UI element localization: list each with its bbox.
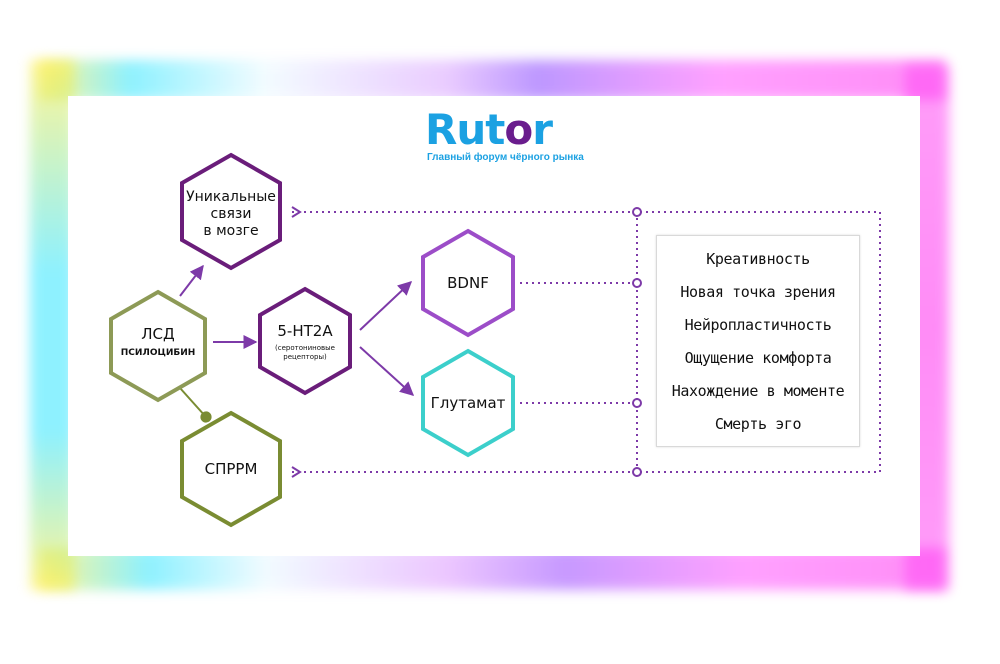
arrow-ht2a-to-bdnf: [359, 281, 413, 331]
unique-line-3: в мозге: [203, 223, 258, 239]
node-bdnf: BDNF: [421, 228, 515, 338]
dotted-connectors: [291, 206, 881, 478]
lsd-label: ЛСД: [141, 325, 174, 343]
glutamate-label: Глутамат: [431, 394, 506, 412]
arrow-ht2a-to-glutamate: [359, 346, 415, 396]
effects-list: Креативность Новая точка зрения Нейропла…: [657, 236, 859, 444]
unique-line-2: связи: [211, 206, 252, 222]
unique-line-1: Уникальные: [186, 189, 276, 205]
psilocybin-label: ПСИЛОЦИБИН: [121, 348, 196, 358]
node-lsd: ЛСД ПСИЛОЦИБИН: [109, 289, 207, 403]
brand-tagline: Главный форум чёрного рынка: [427, 152, 584, 163]
effect-item: Ощущение комфорта: [684, 349, 832, 367]
junction-dot: [632, 398, 642, 408]
ht2a-sub-2: рецепторы): [283, 353, 327, 361]
node-ht2a: 5-HT2A (серотониновые рецепторы): [258, 286, 352, 396]
arrow-lsd-to-sprm: [179, 387, 212, 423]
effect-item: Смерть эго: [714, 415, 802, 433]
ht2a-sub-1: (серотониновые: [275, 344, 335, 352]
arrowhead-sprm: [291, 466, 302, 478]
junction-dot: [632, 467, 642, 477]
outer-dotted-loop: [292, 211, 881, 473]
solid-arrows: [179, 264, 415, 423]
junction-dot: [632, 207, 642, 217]
arrowhead-unique: [291, 206, 302, 218]
effect-item: Креативность: [706, 250, 810, 268]
effect-item: Нахождение в моменте: [671, 382, 845, 400]
bdnf-label: BDNF: [447, 274, 489, 292]
effect-item: Новая точка зрения: [680, 283, 836, 301]
sprm-label: СПРРМ: [205, 460, 258, 478]
node-unique: Уникальные связи в мозге: [180, 152, 282, 271]
arrow-lsd-to-unique: [179, 264, 204, 297]
effect-item: Нейропластичность: [684, 316, 832, 334]
effects-box: Креативность Новая точка зрения Нейропла…: [656, 235, 860, 447]
neon-border-top: [40, 60, 945, 100]
node-sprm: СПРРМ: [180, 410, 282, 528]
ht2a-label: 5-HT2A: [277, 322, 333, 340]
node-glutamate: Глутамат: [421, 348, 515, 458]
junction-dot: [632, 278, 642, 288]
brand-logo: Rutor: [425, 105, 553, 154]
neon-border-left: [30, 60, 74, 590]
